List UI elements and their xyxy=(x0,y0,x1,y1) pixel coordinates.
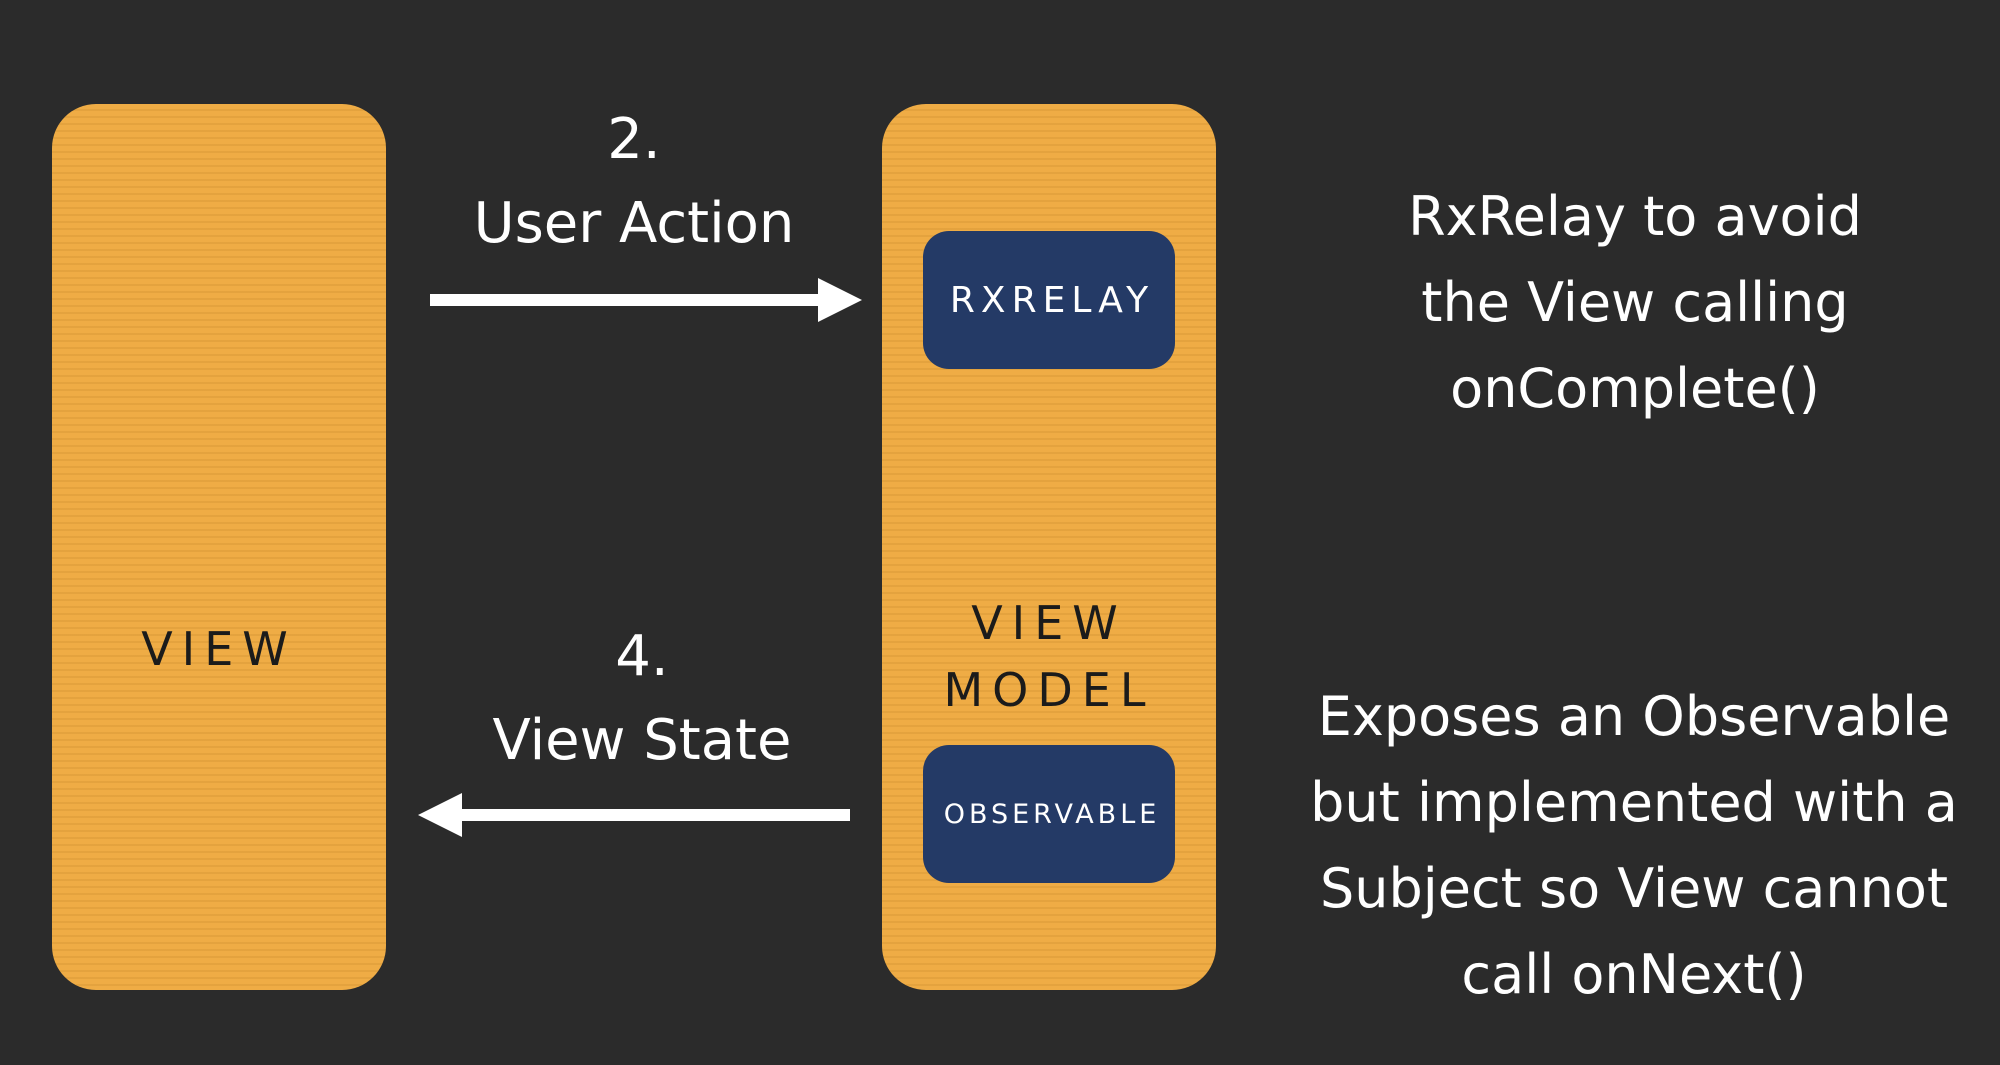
observable-note-line: Exposes an Observable xyxy=(1317,685,1951,748)
observable-chip: OBSERVABLE xyxy=(923,745,1175,883)
user-action-step: 2. xyxy=(607,107,661,172)
view-state-label: 4. View State xyxy=(432,615,852,783)
rxrelay-chip: RXRELAY xyxy=(923,231,1175,369)
view-state-text: View State xyxy=(492,708,792,773)
user-action-arrow xyxy=(430,278,862,322)
user-action-label: 2. User Action xyxy=(424,98,844,266)
observable-note-line: call onNext() xyxy=(1461,943,1807,1006)
view-model-label-line1: VIEW xyxy=(971,596,1127,650)
view-label: VIEW xyxy=(141,622,297,676)
view-state-step: 4. xyxy=(615,624,669,689)
view-box: VIEW xyxy=(52,104,386,990)
observable-note: Exposes an Observable but implemented wi… xyxy=(1276,674,1992,1018)
view-state-arrow xyxy=(418,793,850,837)
observable-note-line: Subject so View cannot xyxy=(1319,857,1949,920)
view-model-box: RXRELAY VIEW MODEL OBSERVABLE xyxy=(882,104,1216,990)
view-model-label: VIEW MODEL xyxy=(882,590,1216,723)
relay-note-line: the View calling xyxy=(1421,271,1849,334)
user-action-text: User Action xyxy=(473,191,795,256)
view-model-label-line2: MODEL xyxy=(943,662,1155,717)
relay-note: RxRelay to avoid the View calling onComp… xyxy=(1300,174,1970,432)
relay-note-line: RxRelay to avoid xyxy=(1408,185,1862,248)
observable-note-line: but implemented with a xyxy=(1310,771,1958,834)
relay-note-line: onComplete() xyxy=(1450,357,1820,420)
